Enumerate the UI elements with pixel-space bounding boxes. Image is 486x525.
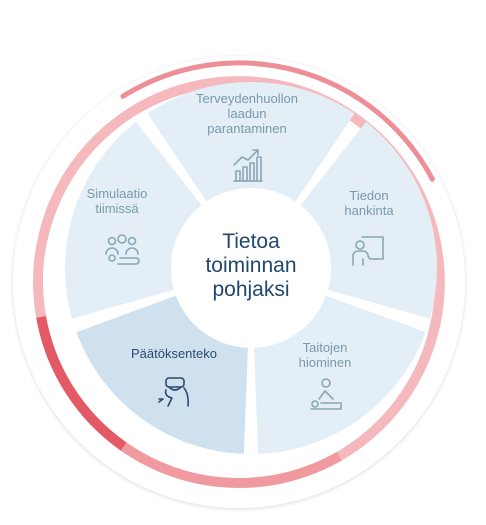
vr-headset-person-icon — [158, 377, 189, 407]
ring-band-1 — [120, 442, 342, 488]
segment-label-line: Päätöksenteko — [131, 346, 217, 361]
segment-label-line: Tiedon — [349, 188, 388, 203]
segment-shape — [254, 295, 426, 454]
segment-shape — [64, 121, 202, 319]
ring-band-2 — [36, 316, 127, 451]
outer-progress-arc — [120, 60, 435, 182]
segment-label-line: tiimissä — [95, 201, 139, 216]
ring-band-3 — [33, 124, 114, 318]
person-at-screen-icon — [352, 236, 384, 266]
segment-shape — [147, 81, 355, 202]
segment-label: Päätöksenteko — [131, 346, 217, 361]
center-title-line: toiminnan — [205, 254, 296, 277]
person-lying-care-icon — [310, 378, 342, 410]
bar-chart-growth-icon — [233, 149, 263, 182]
segment-label-line: Terveydenhuollon — [196, 91, 298, 106]
segment-shape — [76, 295, 248, 454]
segment-label-line: laadun — [227, 106, 266, 121]
segment-label-line: parantaminen — [207, 121, 287, 136]
segment-label-line: hankinta — [344, 203, 394, 218]
segment-shape — [300, 121, 438, 319]
center-title-line: Tietoa — [222, 230, 280, 253]
segment-label-line: Taitojen — [303, 340, 348, 355]
segment-label-line: Simulaatio — [87, 186, 148, 201]
center-title-line: pohjaksi — [212, 278, 289, 301]
team-group-icon — [105, 234, 140, 265]
segment-paatoksenteko[interactable]: Päätöksenteko — [76, 295, 248, 454]
segment-label-line: hiominen — [299, 355, 352, 370]
center-circle — [178, 195, 324, 341]
